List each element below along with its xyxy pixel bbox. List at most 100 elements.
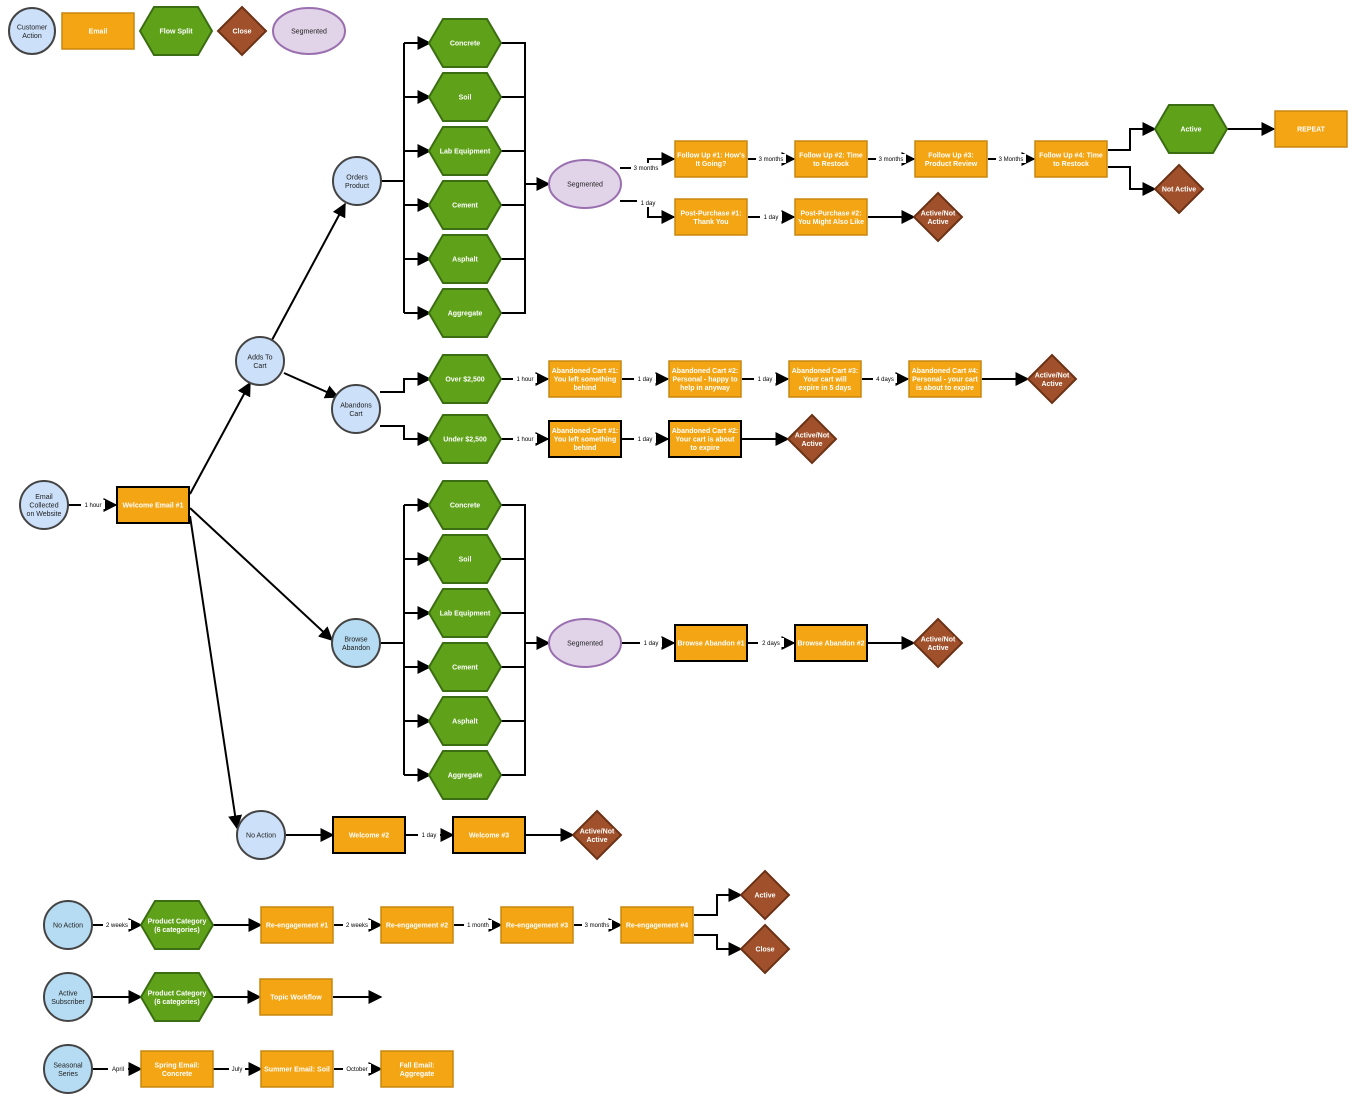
node-welcome-3[interactable]: Welcome #3 (452, 816, 526, 854)
node-post-purchase-2[interactable]: Post-Purchase #2:You Might Also Like (794, 198, 868, 236)
legend-flow-split[interactable]: Flow Split (138, 6, 214, 56)
node-browse-split-2[interactable]: Lab Equipment (427, 588, 503, 638)
node-label: Over $2,500 (445, 377, 484, 384)
edge-browse-fan-bus (380, 505, 405, 775)
node-active-not-active-under-shape (786, 413, 838, 465)
node-order-split-0[interactable]: Concrete (427, 18, 503, 68)
node-label: Segmented (567, 182, 603, 189)
legend-segmented[interactable]: Segmented (272, 7, 346, 55)
node-repeat-shape (1274, 110, 1348, 148)
node-ac-over-3-shape (788, 360, 862, 398)
node-under-2500[interactable]: Under $2,500 (427, 414, 503, 464)
node-order-split-0-shape (427, 18, 503, 68)
node-label: Re-engagement #4 (626, 923, 688, 930)
node-ac-over-2-shape (668, 360, 742, 398)
node-label: Post-Purchase #1:Thank You (680, 210, 741, 226)
node-browse-abandon-2[interactable]: Browse Abandon #2 (794, 624, 868, 662)
node-browse-split-1[interactable]: Soil (427, 534, 503, 584)
node-browse-split-4[interactable]: Asphalt (427, 696, 503, 746)
node-product-category-2[interactable]: Product Category(6 categories) (139, 972, 215, 1022)
node-over-2500[interactable]: Over $2,500 (427, 354, 503, 404)
node-reengagement-4[interactable]: Re-engagement #4 (620, 906, 694, 944)
node-active-not-active-over-shape (1026, 353, 1078, 405)
node-welcome-2[interactable]: Welcome #2 (332, 816, 406, 854)
node-follow-up-3[interactable]: Follow Up #3:Product Review (914, 140, 988, 178)
node-label: Asphalt (452, 257, 478, 264)
node-post-purchase-1[interactable]: Post-Purchase #1:Thank You (674, 198, 748, 236)
node-summer-email[interactable]: Summer Email: Soil (260, 1050, 334, 1088)
edge-label-2days-ba1: 2 days (762, 641, 780, 647)
node-label: Soil (459, 95, 472, 102)
node-order-split-2[interactable]: Lab Equipment (427, 126, 503, 176)
node-label: Re-engagement #2 (386, 923, 448, 930)
legend-close[interactable]: Close (216, 5, 268, 57)
node-label: Re-engagement #3 (506, 923, 568, 930)
edge-label-1day-under1: 1 day (638, 437, 653, 443)
node-segmented-browse[interactable]: Segmented (548, 618, 622, 668)
node-under-2500-shape (427, 414, 503, 464)
node-order-split-3[interactable]: Cement (427, 180, 503, 230)
legend-email[interactable]: Email (61, 12, 135, 50)
node-browse-split-0[interactable]: Concrete (427, 480, 503, 530)
node-reengagement-3[interactable]: Re-engagement #3 (500, 906, 574, 944)
node-not-active[interactable]: Not Active (1153, 163, 1205, 215)
edge-label-1day-over1: 1 day (638, 377, 653, 383)
node-browse-split-3[interactable]: Cement (427, 642, 503, 692)
node-seasonal-series-shape (43, 1044, 93, 1094)
legend-flow-split-shape (138, 6, 214, 56)
node-spring-email[interactable]: Spring Email:Concrete (140, 1050, 214, 1088)
node-no-action[interactable]: No Action (236, 810, 286, 860)
node-repeat[interactable]: REPEAT (1274, 110, 1348, 148)
node-browse-split-5[interactable]: Aggregate (427, 750, 503, 800)
node-product-category-1[interactable]: Product Category(6 categories) (139, 900, 215, 950)
node-order-split-5[interactable]: Aggregate (427, 288, 503, 338)
node-re-close[interactable]: Close (739, 923, 791, 975)
node-browse-abandon-1[interactable]: Browse Abandon #1 (674, 624, 748, 662)
node-order-split-1[interactable]: Soil (427, 72, 503, 122)
node-order-split-4[interactable]: Asphalt (427, 234, 503, 284)
node-reengagement-2[interactable]: Re-engagement #2 (380, 906, 454, 944)
node-no-action-2[interactable]: No Action (43, 900, 93, 950)
node-welcome-email-1[interactable]: Welcome Email #1 (116, 486, 190, 524)
node-browse-split-0-shape (427, 480, 503, 530)
node-reengagement-3-shape (500, 906, 574, 944)
node-active[interactable]: Active (1153, 104, 1229, 154)
node-label: Lab Equipment (440, 149, 491, 156)
node-re-close-shape (739, 923, 791, 975)
node-topic-workflow[interactable]: Topic Workflow (259, 978, 333, 1016)
node-re-active[interactable]: Active (739, 869, 791, 921)
node-fall-email[interactable]: Fall Email:Aggregate (380, 1050, 454, 1088)
node-active-shape (1153, 104, 1229, 154)
node-reengagement-1[interactable]: Re-engagement #1 (260, 906, 334, 944)
edge-label-1hour-under: 1 hour (516, 437, 533, 443)
node-label: Aggregate (448, 311, 483, 318)
node-browse-abandon-2-shape (794, 624, 868, 662)
node-segmented-order[interactable]: Segmented (548, 159, 622, 209)
